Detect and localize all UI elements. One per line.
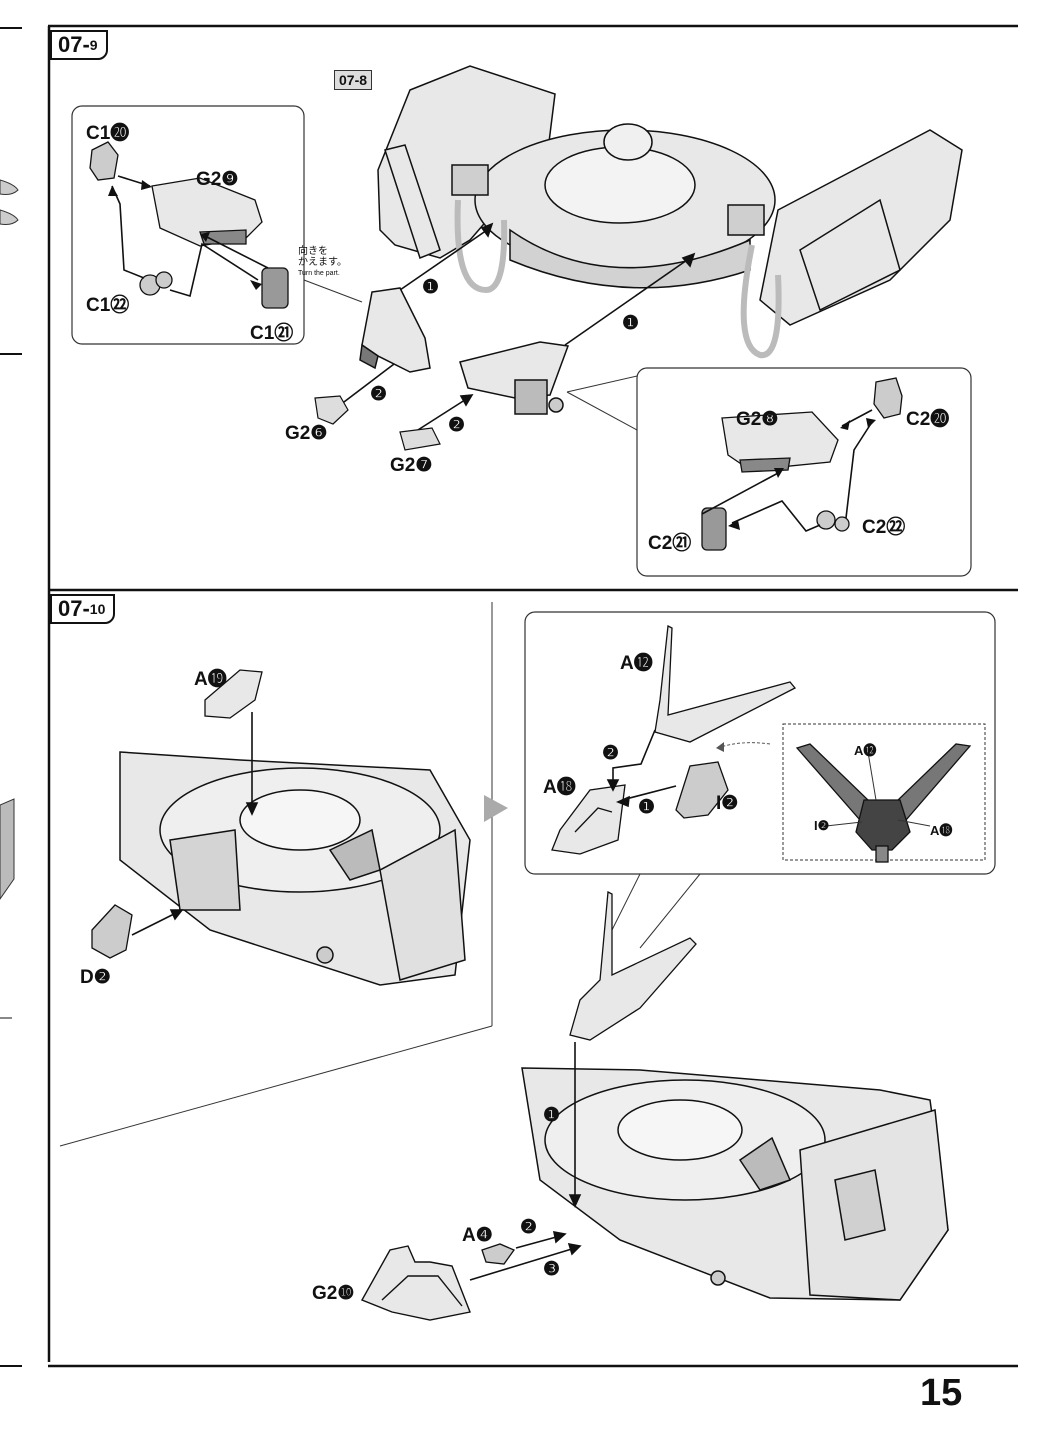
label-c2-22: C2㉒: [862, 517, 906, 538]
part-g2-6: [314, 395, 349, 425]
part-wing-assembly: [569, 890, 697, 1041]
page-number: 15: [920, 1372, 963, 1414]
ship-body-07-10-left: [119, 751, 471, 986]
step-marker-3: ❸: [543, 1259, 561, 1280]
label-i2: I❷: [716, 793, 739, 814]
step-tag-07-10: 07-10: [50, 594, 116, 624]
inset-assembled-wings: [795, 743, 972, 863]
label-c2-21: C2㉑: [648, 533, 692, 554]
part-a12-wing: [654, 625, 797, 743]
step-marker-2: ❷: [520, 1217, 538, 1238]
step-tag-sub: 9: [89, 37, 98, 53]
inset-label-a18: A⓲: [930, 823, 953, 838]
label-c1-22: C1㉒: [86, 295, 130, 316]
reference-step-tag: 07-8: [334, 70, 373, 90]
inset-label-i2: I❷: [814, 818, 830, 833]
part-g2-7: [399, 427, 441, 451]
step-tag-main: 07-: [58, 596, 90, 621]
label-a4: A❹: [462, 1225, 493, 1246]
step-tag-main: 07-: [58, 32, 90, 57]
step-marker-1: ❶: [638, 797, 656, 818]
step-marker-1: ❶: [422, 277, 440, 298]
inset-label-a12: A⓬: [854, 743, 877, 758]
part-g2-10: [360, 1245, 471, 1321]
step-tag-sub: 10: [89, 601, 106, 617]
step-tag-07-9: 07-9: [50, 30, 108, 60]
part-a19: [204, 669, 263, 719]
label-c1-21: C1㉑: [250, 323, 294, 344]
label-c2-20: C2⓴: [906, 409, 950, 430]
ship-body-07-10-right: [521, 1067, 949, 1301]
label-g2-9: G2❾: [196, 169, 239, 190]
step-marker-2: ❷: [602, 743, 620, 764]
step-marker-1: ❶: [543, 1105, 561, 1126]
part-g2-leg-b: [459, 341, 570, 415]
turn-part-note: 向きを かえます。 Turn the part.: [298, 246, 347, 279]
label-a19: A⓳: [194, 669, 227, 690]
step-marker-1: ❶: [622, 313, 640, 334]
label-c1-20: C1⓴: [86, 123, 130, 144]
turn-note-ja-1: 向きを: [298, 246, 328, 257]
label-a18: A⓲: [543, 777, 576, 798]
part-a18: [551, 784, 626, 855]
label-d2: D❷: [80, 967, 111, 988]
part-i2: [675, 761, 729, 819]
step-marker-2: ❷: [370, 384, 388, 405]
label-g2-7: G2❼: [390, 455, 433, 476]
part-g2-leg-a: [359, 287, 431, 373]
label-a12: A⓬: [620, 653, 653, 674]
label-g2-10: G2❿: [312, 1283, 355, 1304]
label-g2-8: G2❽: [736, 409, 779, 430]
turn-note-ja-2: かえます。: [298, 257, 347, 268]
ship-body-07-9: [377, 65, 963, 359]
label-g2-6: G2❻: [285, 423, 328, 444]
turn-note-en: Turn the part.: [298, 270, 340, 277]
part-d2: [91, 904, 133, 959]
step-marker-2: ❷: [448, 415, 466, 436]
part-a4: [481, 1243, 515, 1265]
